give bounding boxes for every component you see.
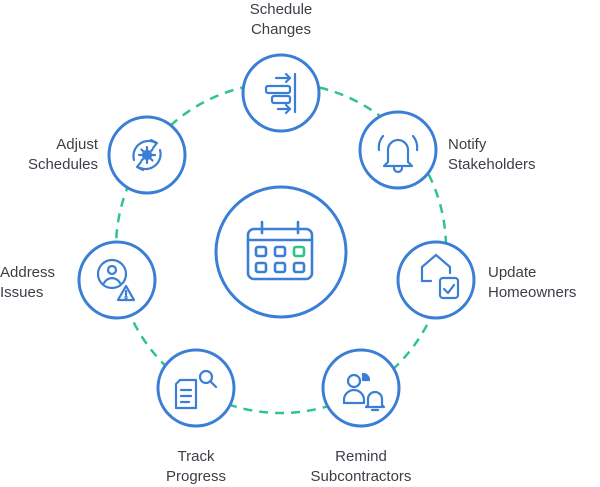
label-line: Remind [335, 448, 387, 465]
user-alert-icon [96, 258, 136, 302]
label-line: Adjust [56, 136, 98, 153]
label-track-progress: Track Progress [146, 447, 246, 487]
center-circle [214, 185, 348, 319]
document-search-icon [174, 369, 218, 410]
node-update-homeowners [396, 240, 476, 320]
label-line: Schedules [27, 156, 98, 173]
label-address-issues: Address Issues [0, 263, 72, 303]
schedule-changes-icon [264, 72, 297, 115]
label-line: Notify [448, 136, 487, 153]
label-adjust-schedules: Adjust Schedules [0, 135, 98, 175]
house-check-icon [420, 253, 460, 300]
gear-cycle-icon [132, 138, 162, 172]
label-line: Stakeholders [448, 156, 536, 173]
label-line: Address [0, 264, 56, 281]
label-line: Progress [165, 468, 227, 485]
label-line: Issues [0, 284, 44, 301]
label-line: Track [177, 448, 215, 465]
bell-icon [377, 134, 419, 174]
label-line: Update [488, 264, 537, 281]
label-update-homeowners: Update Homeowners [488, 263, 598, 303]
label-line: Changes [250, 21, 312, 38]
node-remind-subcontractors [321, 348, 401, 428]
label-remind-subcontractors: Remind Subcontractors [296, 447, 426, 487]
calendar-icon [246, 220, 314, 281]
label-line: Schedule [249, 1, 313, 18]
label-line: Subcontractors [310, 468, 412, 485]
node-notify-stakeholders [358, 110, 438, 190]
label-schedule-changes: Schedule Changes [231, 0, 331, 40]
label-notify-stakeholders: Notify Stakeholders [448, 135, 588, 175]
node-circles [77, 53, 476, 428]
people-bell-icon [342, 372, 386, 412]
label-line: Homeowners [488, 284, 577, 301]
